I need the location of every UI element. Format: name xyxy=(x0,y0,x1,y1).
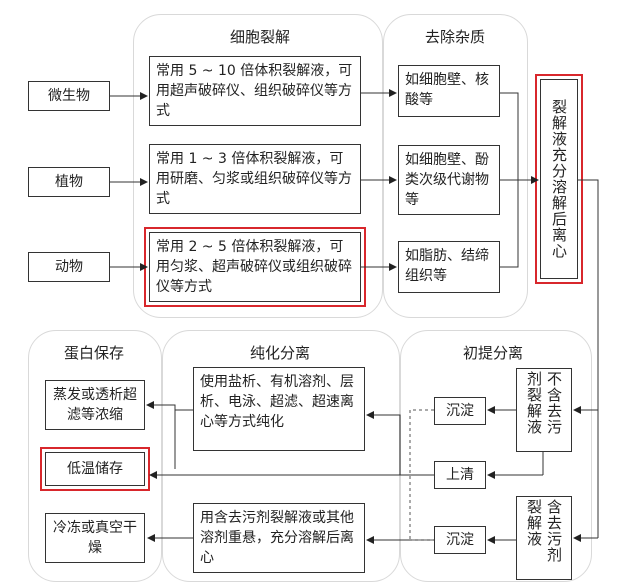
source-microbe: 微生物 xyxy=(28,81,110,111)
purify-methods: 使用盐析、有机溶剂、层析、电泳、超滤、超速离心等方式纯化 xyxy=(193,367,365,451)
sediment-top: 沉淀 xyxy=(434,397,486,425)
impurity-animal: 如脂肪、结缔组织等 xyxy=(398,241,500,293)
buffer-no-detergent: 不含去污剂裂解液 xyxy=(516,368,572,452)
panel-title-lysis: 细胞裂解 xyxy=(229,28,290,46)
buffer-with-detergent: 含去污剂裂解液 xyxy=(516,496,572,580)
lysis-method-animal: 常用 2 ~ 5 倍体积裂解液，可用匀浆、超声破碎仪或组织破碎仪等方式 xyxy=(144,227,366,307)
panel-title-remove: 去除杂质 xyxy=(424,28,485,46)
sediment-bottom: 沉淀 xyxy=(434,526,486,554)
lysis-method-plant: 常用 1 ~ 3 倍体积裂解液，可用研磨、匀浆或组织破碎仪等方式 xyxy=(149,144,361,214)
lysis-method-microbe: 常用 5 ~ 10 倍体积裂解液，可用超声破碎仪、组织破碎仪等方式 xyxy=(149,56,361,126)
storage-low-temp: 低温储存 xyxy=(40,447,150,491)
resuspend-step: 用含去污剂裂解液或其他溶剂重悬，充分溶解后离心 xyxy=(193,503,365,573)
storage-concentrate: 蒸发或透析超滤等浓缩 xyxy=(45,380,145,430)
panel-title-initial: 初提分离 xyxy=(462,344,523,362)
source-plant: 植物 xyxy=(28,167,110,197)
supernatant: 上清 xyxy=(434,461,486,489)
panel-title-purify: 纯化分离 xyxy=(249,344,310,362)
source-animal: 动物 xyxy=(28,252,110,282)
impurity-microbe: 如细胞壁、核酸等 xyxy=(398,65,500,117)
impurity-plant: 如细胞壁、酚类次级代谢物等 xyxy=(398,145,500,215)
storage-freeze-dry: 冷冻或真空干燥 xyxy=(45,513,145,563)
centrifuge-box: 裂解液充分溶解后离心 xyxy=(535,74,583,284)
panel-title-storage: 蛋白保存 xyxy=(63,344,124,362)
